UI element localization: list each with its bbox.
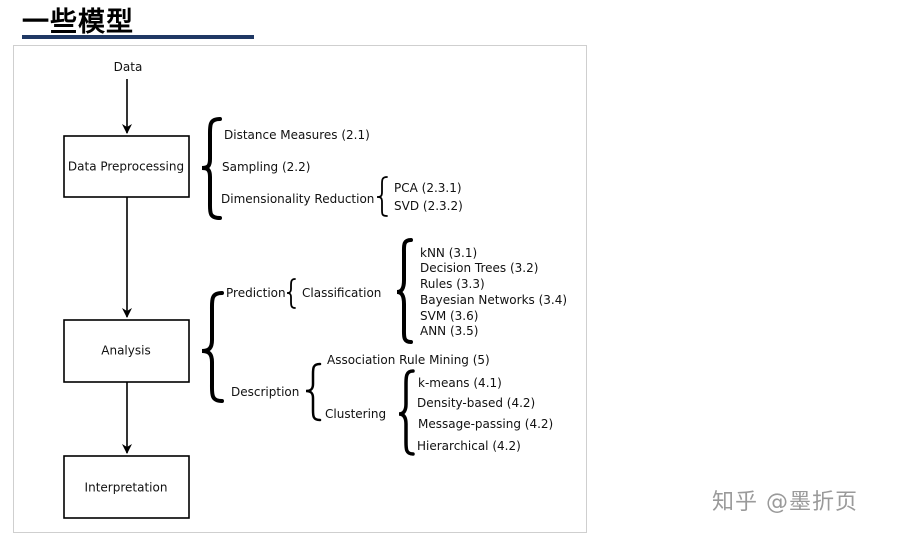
sampling-item: Sampling (2.2) xyxy=(222,160,310,174)
message-passing-item: Message-passing (4.2) xyxy=(418,417,553,431)
analysis-box xyxy=(63,319,190,383)
hierarchical-item: Hierarchical (4.2) xyxy=(417,439,521,453)
preprocessing-box xyxy=(63,135,190,198)
data-input-label: Data xyxy=(114,60,143,74)
analysis-label: Analysis xyxy=(101,344,150,358)
rules-item: Rules (3.3) xyxy=(420,277,485,291)
distance-measures-item: Distance Measures (2.1) xyxy=(224,128,370,142)
bayesian-networks-item: Bayesian Networks (3.4) xyxy=(420,293,567,307)
description-brace xyxy=(305,362,322,422)
clustering-label: Clustering xyxy=(325,407,386,421)
kmeans-item: k-means (4.1) xyxy=(418,376,502,390)
preprocessing-label: Data Preprocessing xyxy=(68,160,184,174)
svm-item: SVM (3.6) xyxy=(420,309,478,323)
pca-item: PCA (2.3.1) xyxy=(394,181,462,195)
svd-item: SVD (2.3.2) xyxy=(394,199,463,213)
interpretation-label: Interpretation xyxy=(85,481,168,495)
analysis-brace xyxy=(201,291,224,403)
dimensionality-reduction-item: Dimensionality Reduction xyxy=(221,192,374,206)
density-based-item: Density-based (4.2) xyxy=(417,396,535,410)
dimensionality-brace xyxy=(376,176,388,217)
slide-title: 一些模型 xyxy=(22,7,134,38)
watermark-text: 知乎 @墨折页 xyxy=(712,490,858,515)
ann-item: ANN (3.5) xyxy=(420,324,478,338)
decision-trees-item: Decision Trees (3.2) xyxy=(420,261,538,275)
knn-item: kNN (3.1) xyxy=(420,246,477,260)
interpretation-box xyxy=(63,455,190,519)
preprocessing-brace xyxy=(201,117,222,220)
diagram-figure: Data Data Preprocessing Analysis Interpr… xyxy=(13,45,587,533)
title-underline xyxy=(22,35,254,39)
description-label: Description xyxy=(231,385,299,399)
clustering-brace xyxy=(398,369,415,456)
prediction-label: Prediction xyxy=(226,286,286,300)
prediction-brace xyxy=(286,278,296,309)
association-rule-item: Association Rule Mining (5) xyxy=(327,353,490,367)
classification-brace xyxy=(396,238,413,344)
classification-label: Classification xyxy=(302,286,381,300)
flow-diagram: Data Data Preprocessing Analysis Interpr… xyxy=(63,60,567,519)
